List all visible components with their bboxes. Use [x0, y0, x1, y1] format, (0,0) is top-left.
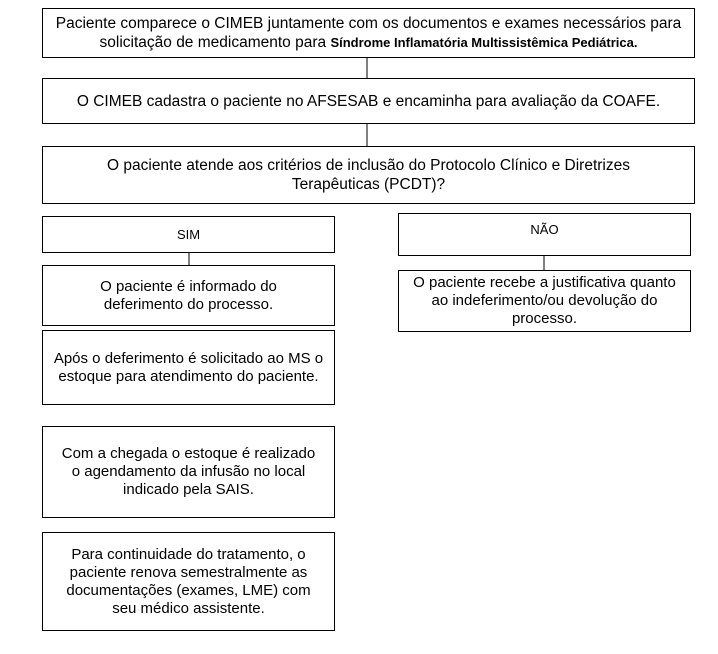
justification-step-text: O paciente recebe a justificativa quanto…	[413, 274, 676, 327]
registration-step-box: O CIMEB cadastra o paciente no AFSESAB e…	[42, 78, 695, 124]
stock-request-step-box: Após o deferimento é solicitado ao MS o …	[42, 330, 335, 405]
start-step-text: Paciente comparece o CIMEB juntamente co…	[55, 15, 682, 51]
informed-step-box: O paciente é informado do deferimento do…	[42, 265, 335, 326]
justification-step-box: O paciente recebe a justificativa quanto…	[398, 270, 691, 332]
registration-step-text: O CIMEB cadastra o paciente no AFSESAB e…	[76, 92, 661, 110]
scheduling-step-text: Com a chegada o estoque é realizado o ag…	[61, 445, 316, 498]
renewal-step-text: Para continuidade do tratamento, o pacie…	[66, 545, 311, 617]
decision-text: O paciente atende aos critérios de inclu…	[107, 157, 630, 193]
renewal-step-box: Para continuidade do tratamento, o pacie…	[42, 532, 335, 631]
no-branch-box: NÃO	[398, 213, 691, 256]
yes-branch-box: SIM	[42, 216, 335, 253]
yes-branch-label: SIM	[176, 226, 201, 242]
informed-step-text: O paciente é informado do deferimento do…	[100, 277, 277, 313]
scheduling-step-box: Com a chegada o estoque é realizado o ag…	[42, 426, 335, 518]
decision-box: O paciente atende aos critérios de inclu…	[42, 146, 695, 204]
start-step-condition: Síndrome Inflamatória Multissistêmica Pe…	[330, 35, 638, 50]
start-step-box: Paciente comparece o CIMEB juntamente co…	[42, 8, 695, 58]
no-branch-label: NÃO	[530, 222, 559, 237]
stock-request-step-text: Após o deferimento é solicitado ao MS o …	[53, 349, 324, 385]
